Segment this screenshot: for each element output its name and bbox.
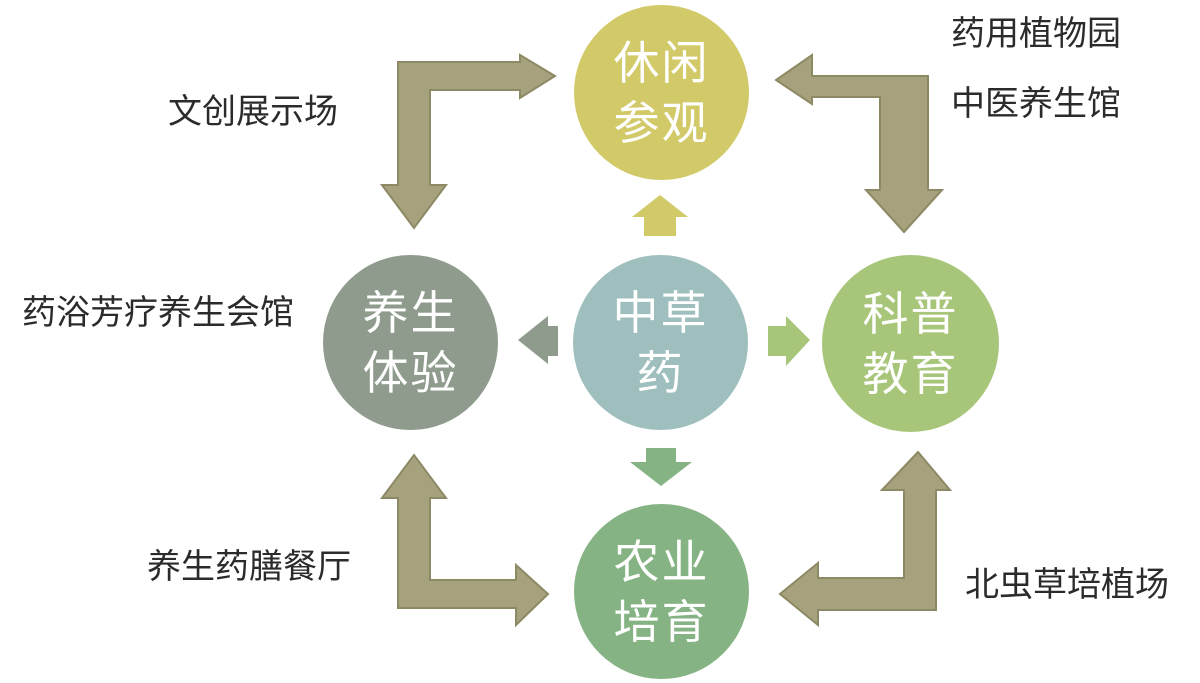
node-center-herbal: 中草 药 (573, 255, 748, 430)
arrow-right (768, 316, 810, 366)
node-leisure-line1: 休闲 (613, 35, 710, 90)
label-bottom-right: 北虫草培植场 (965, 565, 1169, 605)
node-agriculture-line2: 培育 (613, 594, 710, 649)
node-wellness-line2: 体验 (362, 345, 459, 400)
node-wellness-line1: 养生 (362, 285, 459, 340)
label-top-right-1: 药用植物园 (951, 14, 1121, 54)
node-science-line1: 科普 (862, 286, 959, 341)
arrow-left (518, 316, 558, 364)
arrow-down (630, 448, 692, 486)
node-center-line1: 中草 (612, 285, 709, 340)
bent-arrow-top-left (380, 53, 557, 230)
arrow-up (632, 195, 688, 236)
bent-arrow-bottom-left (380, 453, 550, 628)
node-agriculture-cultivation: 农业 培育 (574, 504, 749, 679)
node-center-line2: 药 (636, 345, 685, 400)
node-science-line2: 教育 (862, 346, 959, 401)
node-leisure-line2: 参观 (613, 95, 710, 150)
label-mid-left: 药浴芳疗养生会馆 (22, 293, 294, 333)
node-agriculture-line1: 农业 (613, 534, 710, 589)
node-wellness-experience: 养生 体验 (323, 255, 498, 430)
bent-arrow-bottom-right (778, 450, 953, 628)
node-science-education: 科普 教育 (822, 255, 999, 432)
label-bottom-left: 养生药膳餐厅 (147, 547, 351, 587)
node-leisure-visit: 休闲 参观 (574, 5, 749, 180)
bent-arrow-top-right (774, 53, 945, 234)
label-top-right-2: 中医养生馆 (951, 84, 1121, 124)
label-top-left: 文创展示场 (168, 92, 338, 132)
